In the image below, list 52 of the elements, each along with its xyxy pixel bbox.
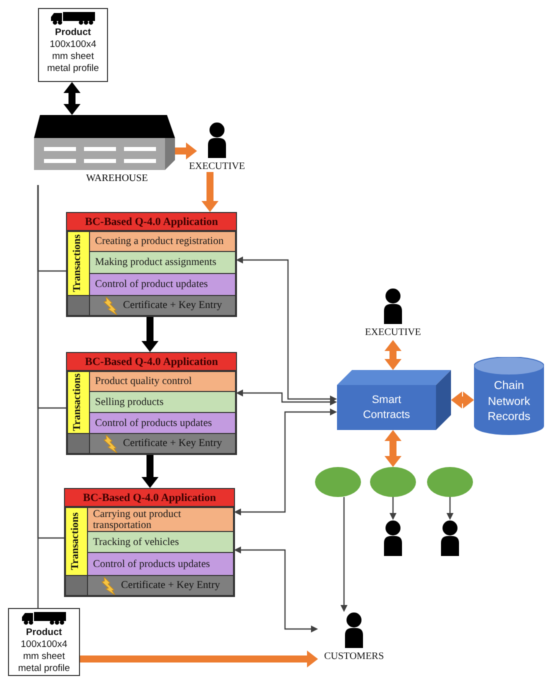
connector-arrow <box>234 408 337 516</box>
product-title: Product <box>55 27 91 40</box>
building-label: WAREHOUSE <box>86 173 148 184</box>
connector-arrow <box>202 172 218 212</box>
connector-arrow <box>80 650 318 668</box>
product-card <box>38 8 108 82</box>
certificate-row <box>89 433 236 454</box>
person-label: EXECUTIVE <box>188 161 246 172</box>
connector-arrow <box>451 392 474 408</box>
transaction-row: Making product assignments <box>89 251 236 274</box>
transaction-row: Selling products <box>89 391 236 413</box>
connector-arrow <box>236 256 337 402</box>
person-label: CUSTOMERS <box>324 651 384 662</box>
certificate-text: Certificate + Key Entry <box>123 300 222 311</box>
application-panel <box>66 352 237 455</box>
product-description: 100x100x4 mm sheet metal profile <box>17 639 71 676</box>
product-title: Product <box>26 627 62 640</box>
person-label: EXECUTIVE <box>364 327 422 338</box>
transaction-row: Creating a product registration <box>89 231 236 252</box>
connector-arrow <box>142 455 158 488</box>
certificate-text: Certificate + Key Entry <box>121 580 220 591</box>
panel-header: BC-Based Q-4.0 Application <box>67 213 236 231</box>
connector-arrow <box>234 546 318 632</box>
node-label: Chain Network Records <box>488 380 530 424</box>
product-card <box>8 608 80 676</box>
transaction-row: Control of products updates <box>87 552 234 576</box>
connector-arrow <box>142 317 158 352</box>
node-label: Smart Contracts <box>362 393 412 422</box>
product-description: 100x100x4 mm sheet metal profile <box>46 39 100 76</box>
transaction-row: Product quality control <box>89 371 236 392</box>
transaction-row: Control of products updates <box>89 412 236 434</box>
transactions-band: Transactions <box>65 507 88 576</box>
panel-header: BC-Based Q-4.0 Application <box>65 489 234 507</box>
connector-arrow <box>236 390 337 406</box>
application-panel <box>66 212 237 317</box>
transaction-row: Tracking of vehicles <box>87 531 234 553</box>
certificate-row <box>89 295 236 316</box>
certificate-row <box>87 575 234 596</box>
transaction-row: Control of product updates <box>89 273 236 296</box>
panel-header: BC-Based Q-4.0 Application <box>67 353 236 371</box>
connector-arrow <box>384 340 402 370</box>
connector-arrow <box>64 82 80 115</box>
connector-arrow <box>340 497 348 612</box>
application-panel <box>64 488 235 597</box>
connector-arrow <box>446 497 454 520</box>
connector-arrow <box>390 497 396 520</box>
certificate-text: Certificate + Key Entry <box>123 438 222 449</box>
connector-line <box>37 185 39 608</box>
transactions-band: Transactions <box>67 231 90 296</box>
transaction-row: Carrying out product transportation <box>87 507 234 532</box>
transactions-band: Transactions <box>67 371 90 434</box>
connector-arrow <box>384 430 402 467</box>
